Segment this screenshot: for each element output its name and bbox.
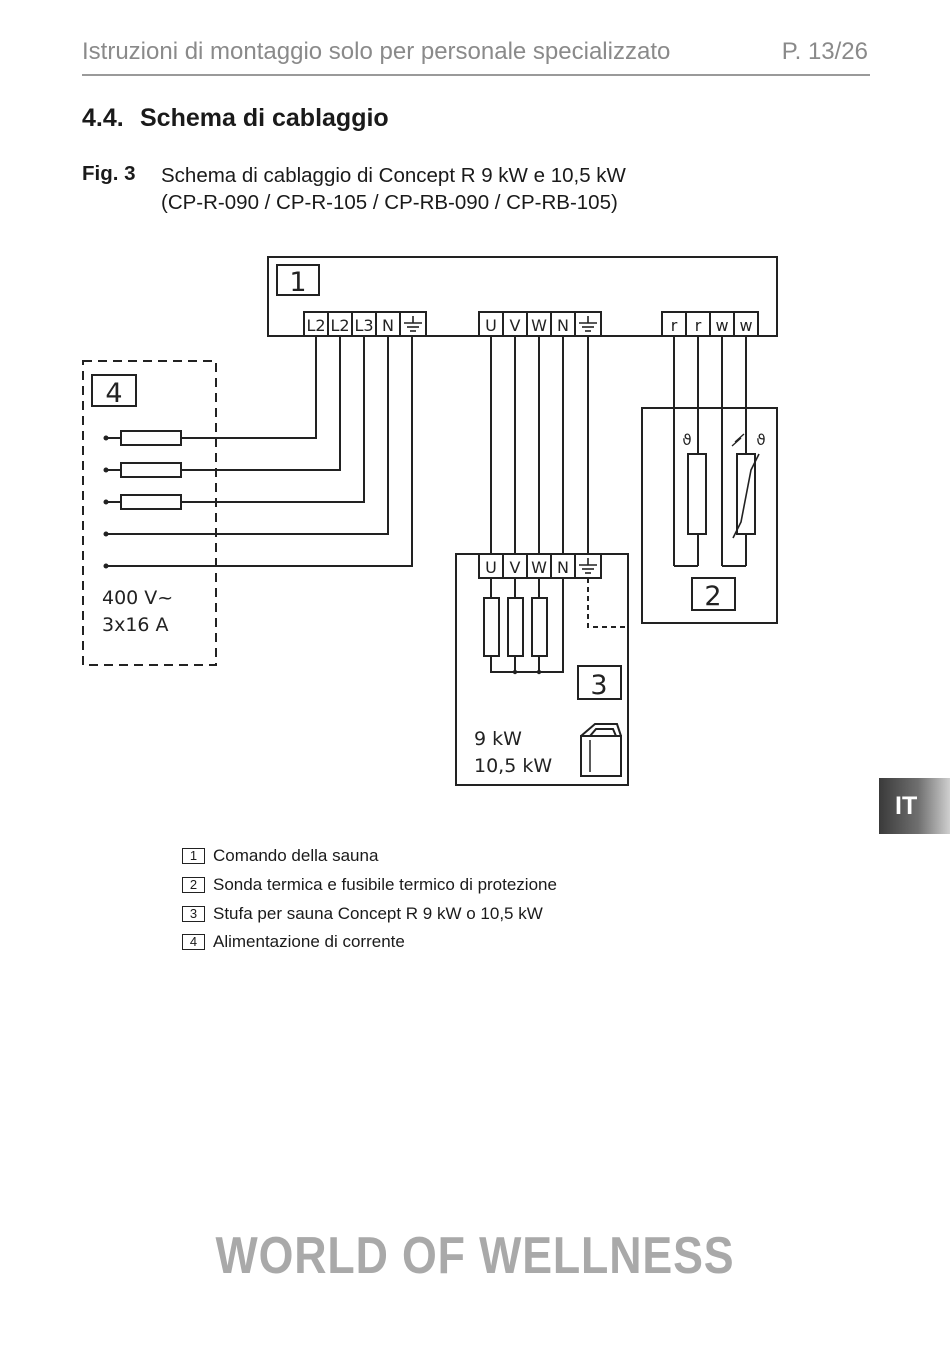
box4-number: 4 [105, 378, 122, 409]
section-title: Schema di cablaggio [140, 104, 389, 132]
fuse-3 [120, 494, 182, 510]
sensor-theta-symbol: ϑ [682, 431, 691, 449]
heating-element-3 [531, 597, 548, 657]
term-supply-3: L3 [354, 316, 373, 335]
heating-element-1 [483, 597, 500, 657]
heater-term-2: V [510, 558, 521, 577]
connection-dots [103, 435, 542, 675]
term-heater-1: U [485, 316, 497, 335]
legend-text: Alimentazione di corrente [213, 932, 405, 952]
legend-text: Sonda termica e fusibile termico di prot… [213, 875, 557, 895]
term-supply-2: L2 [330, 316, 349, 335]
term-sensor-1: r [671, 316, 678, 335]
heating-element-2 [507, 597, 524, 657]
heater-term-3: W [531, 558, 547, 577]
legend-item: 3 Stufa per sauna Concept R 9 kW o 10,5 … [182, 899, 557, 928]
box3-number: 3 [590, 670, 607, 701]
section-heading: 4.4. Schema di cablaggio [82, 104, 389, 133]
heater-earth-dashed [587, 578, 628, 628]
figure-caption-line1: Schema di cablaggio di Concept R 9 kW e … [161, 164, 626, 187]
box3-number-frame [577, 665, 622, 700]
figure-caption: Schema di cablaggio di Concept R 9 kW e … [161, 162, 626, 216]
legend-text: Stufa per sauna Concept R 9 kW o 10,5 kW [213, 903, 543, 923]
star-connection [490, 578, 564, 673]
section-number: 4.4. [82, 104, 124, 132]
wire-l3 [105, 336, 365, 503]
term-heater-2: V [510, 316, 521, 335]
term-sensor-2: r [695, 316, 702, 335]
term-supply-4: N [382, 316, 394, 335]
fuse-2 [120, 462, 182, 478]
box1-number-frame [276, 264, 320, 296]
legend-text: Comando della sauna [213, 846, 379, 866]
heater-term-4: N [557, 558, 569, 577]
wire-pe [105, 336, 413, 567]
term-supply-1: L2 [306, 316, 325, 335]
heater-term-1: U [485, 558, 497, 577]
figure-label: Fig. 3 [82, 162, 136, 185]
heater-power-2: 10,5 kW [474, 755, 552, 777]
legend: 1 Comando della sauna 2 Sonda termica e … [182, 842, 557, 957]
legend-item: 1 Comando della sauna [182, 842, 557, 871]
supply-current: 3x16 A [102, 614, 169, 636]
term-sensor-4: w [739, 316, 752, 335]
legend-number: 1 [182, 848, 205, 865]
supply-voltage: 400 V~ [102, 587, 173, 609]
wire-l2-b [105, 336, 341, 471]
box4-number-frame [91, 374, 137, 407]
page-number: P. 13/26 [781, 38, 868, 65]
term-heater-4: N [557, 316, 569, 335]
fuse-theta-symbol: ϑ [756, 431, 765, 449]
header-rule [82, 74, 870, 76]
legend-item: 4 Alimentazione di corrente [182, 928, 557, 957]
box1-number: 1 [289, 267, 306, 298]
language-tab[interactable]: IT [879, 778, 950, 834]
term-heater-3: W [531, 316, 547, 335]
box2-number: 2 [704, 581, 721, 612]
fuse-1 [120, 430, 182, 446]
wire-n [105, 336, 389, 535]
term-sensor-3: w [715, 316, 728, 335]
heater-power-1: 9 kW [474, 728, 522, 750]
legend-number: 4 [182, 934, 205, 951]
heater-icon [580, 723, 622, 777]
sensor-box [641, 407, 778, 624]
box2-number-frame [691, 577, 736, 611]
legend-number: 2 [182, 877, 205, 894]
legend-number: 3 [182, 905, 205, 922]
header-title: Istruzioni di montaggio solo per persona… [82, 38, 671, 65]
power-supply-box [82, 360, 217, 666]
legend-item: 2 Sonda termica e fusibile termico di pr… [182, 871, 557, 900]
figure-caption-line2: (CP-R-090 / CP-R-105 / CP-RB-090 / CP-RB… [161, 191, 618, 214]
footer-brand: WORLD OF WELLNESS [215, 1227, 735, 1285]
temperature-sensor [687, 453, 707, 535]
earth-symbols [404, 316, 597, 574]
